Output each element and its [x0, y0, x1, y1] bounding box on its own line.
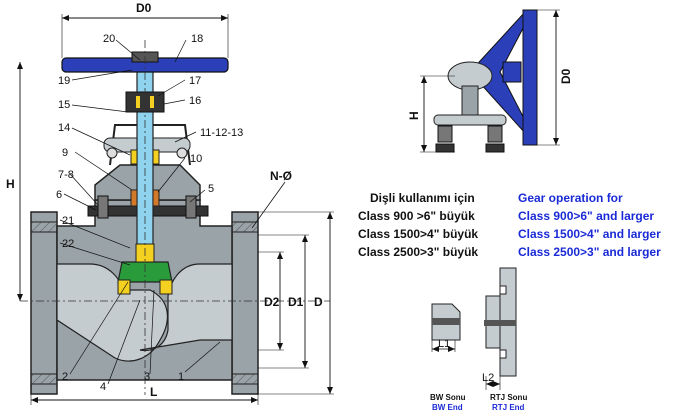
rtj-end-label-tr: RTJ Sonu — [490, 393, 527, 402]
part-leaders — [59, 39, 221, 385]
bw-end-label-tr: BW Sonu — [430, 393, 466, 402]
part-label: 9 — [62, 147, 68, 159]
note-tr-0: Dişli kullanımı için — [370, 191, 475, 205]
part-label: 15 — [58, 99, 70, 111]
part-label: 6 — [56, 189, 62, 201]
dim-h: H — [6, 177, 15, 191]
rtj-end-label-en: RTJ End — [492, 403, 525, 412]
part-label: 22 — [62, 238, 74, 250]
part-label: 19 — [58, 75, 70, 87]
dim-l1: L1 — [438, 338, 450, 350]
note-tr-2: Class 1500>4" büyük — [358, 227, 478, 241]
gear-operator-view — [420, 9, 560, 153]
bw-end-detail — [431, 303, 461, 352]
part-label: 21 — [62, 215, 74, 227]
part-label: 20 — [103, 33, 115, 45]
note-en-3: Class 2500>3" and larger — [518, 245, 661, 259]
rtj-end-detail — [484, 267, 517, 390]
dim-d0: D0 — [136, 1, 152, 15]
part-label: 17 — [189, 75, 201, 87]
note-en-1: Class 900>6" and larger — [518, 209, 654, 223]
part-label: 14 — [58, 122, 70, 134]
note-en-2: Class 1500>4" and larger — [518, 227, 661, 241]
part-label: 10 — [190, 153, 202, 165]
part-label: 16 — [189, 95, 201, 107]
dimension-lines — [17, 14, 334, 405]
dim-l: L — [150, 385, 157, 399]
note-tr-3: Class 2500>3" büyük — [358, 245, 478, 259]
dim-d0-side: D0 — [559, 68, 573, 84]
dim-n: N-Ø — [270, 169, 292, 183]
part-label: 7-8 — [58, 169, 74, 181]
part-label: 2 — [62, 371, 68, 383]
part-label: 18 — [191, 33, 203, 45]
dim-d1: D1 — [288, 295, 304, 309]
dim-h-side: H — [407, 111, 421, 120]
part-label: 11-12-13 — [200, 127, 243, 139]
part-label: 5 — [208, 183, 214, 195]
dim-d2: D2 — [264, 295, 280, 309]
part-label: 3 — [144, 371, 150, 383]
note-tr-1: Class 900 >6" büyük — [358, 209, 475, 223]
dim-l2: L2 — [482, 372, 494, 384]
part-label: 4 — [100, 381, 106, 393]
note-en-0: Gear operation for — [518, 191, 623, 205]
bw-end-label-en: BW End — [432, 403, 463, 412]
part-label: 1 — [178, 371, 184, 383]
valve-body — [30, 51, 259, 395]
dim-d: D — [314, 295, 323, 309]
